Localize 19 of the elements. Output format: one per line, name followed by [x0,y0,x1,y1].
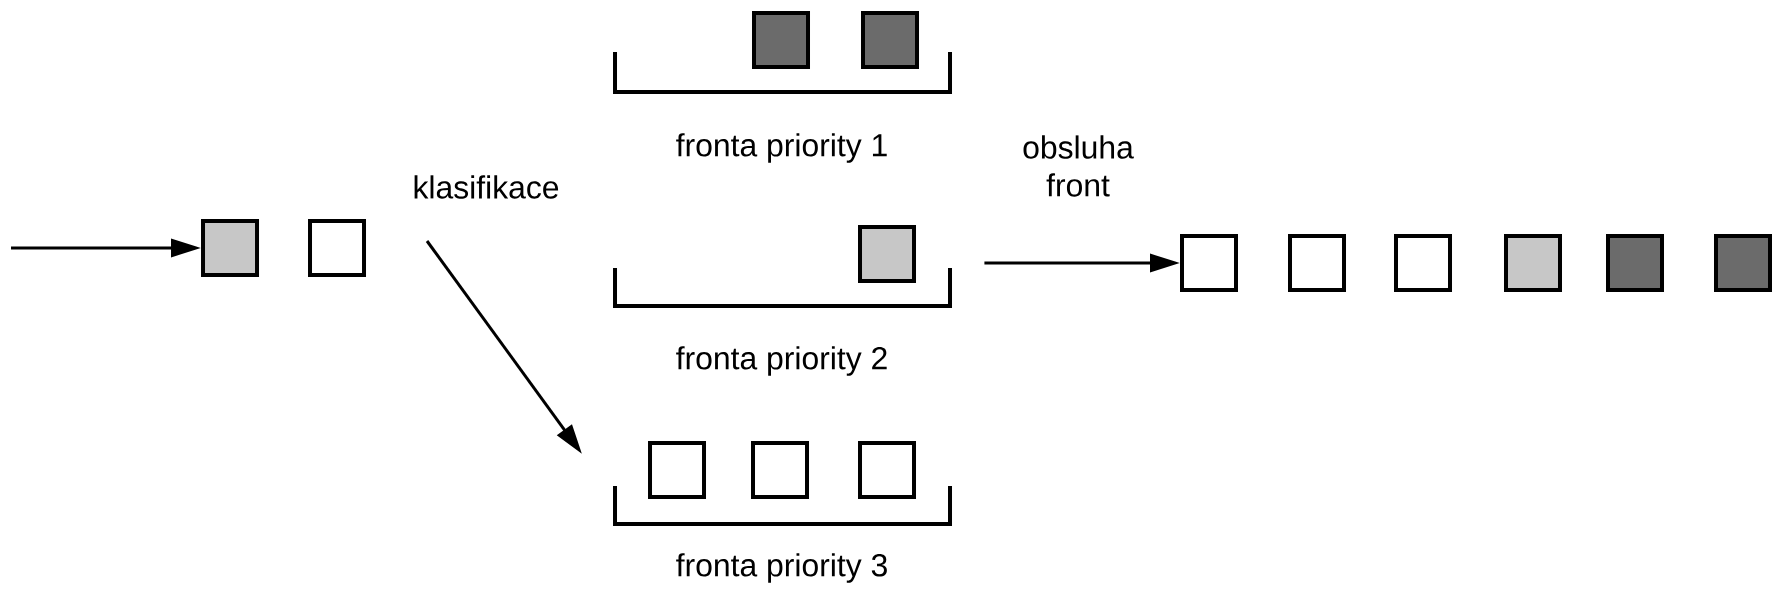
packet-square [858,225,916,283]
queue: fronta priority 1 [613,52,952,163]
edge-label: klasifikace [414,175,559,199]
packet-square [1606,234,1664,292]
packet-square [1288,234,1346,292]
queue: fronta priority 3 [613,486,952,583]
packet-square [1504,234,1562,292]
packet-square [858,441,916,499]
packet-square [201,219,259,277]
packet-square [752,11,810,69]
packet-square [648,441,706,499]
edge-label: obsluha front [1023,135,1134,197]
packet-square [861,11,919,69]
packet-square [1180,234,1238,292]
packet-square [751,441,809,499]
packet-square [1394,234,1452,292]
packet-square [308,219,366,277]
queue: fronta priority 2 [613,268,952,376]
packet-square [1714,234,1772,292]
